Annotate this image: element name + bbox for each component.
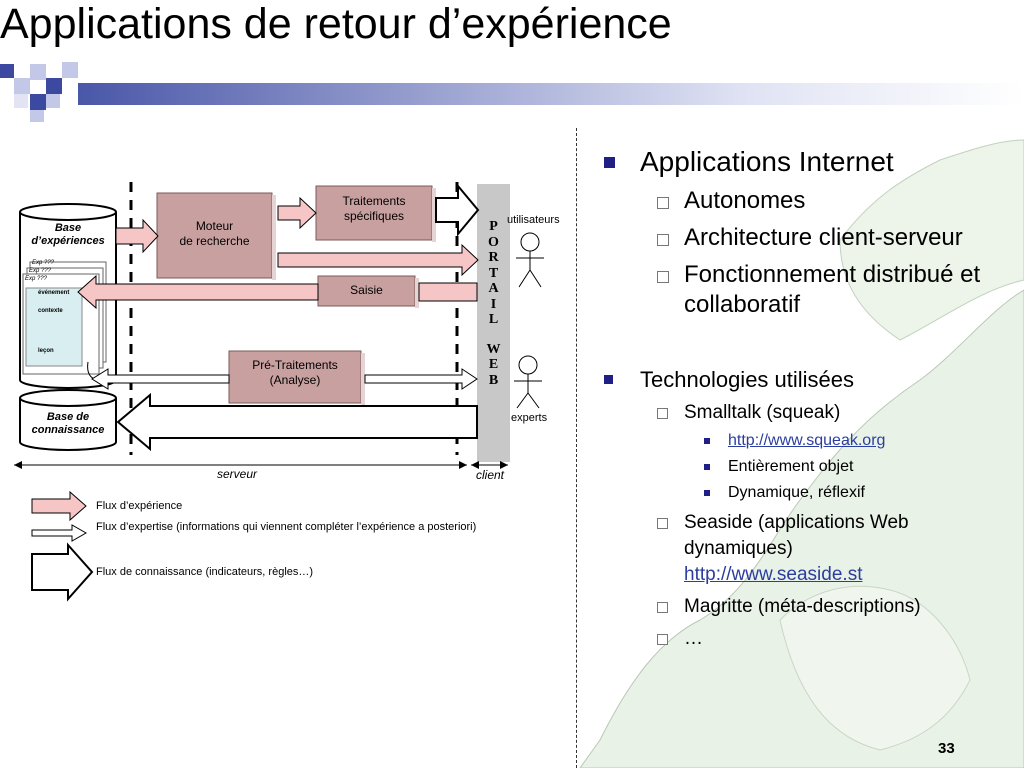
experts-label: experts: [511, 412, 548, 424]
small-square-bullet-icon: [704, 464, 710, 470]
hollow-square-bullet-icon: [657, 518, 668, 529]
square-bullet-icon: [604, 157, 615, 168]
bullet-autonomes: Autonomes: [600, 186, 1020, 216]
specific-processing-box: [315, 185, 433, 241]
title-underline: [78, 83, 1024, 105]
arrow-portal-to-knowledge: [116, 392, 478, 452]
bullet-architecture: Architecture client-serveur: [600, 223, 1020, 253]
bullet-technologies: Technologies utilisées: [600, 366, 1020, 394]
client-label: client: [475, 468, 504, 482]
bullet-squeak-url: http://www.squeak.org: [600, 430, 1020, 452]
context-label: contexte: [38, 308, 63, 314]
arrow-engine-to-processing: [277, 196, 317, 230]
hollow-square-bullet-icon: [657, 234, 669, 246]
bullet-entierement: Entièrement objet: [600, 456, 1020, 478]
preprocessing-label: Pré-Traitements(Analyse): [252, 358, 338, 387]
bullet-list: Applications Internet Autonomes Architec…: [600, 145, 1020, 652]
bullet-dynamique: Dynamique, réflexif: [600, 482, 1020, 504]
bullet-applications: Applications Internet: [600, 145, 1020, 179]
arrow-base-to-engine: [115, 218, 159, 254]
lesson-label: leçon: [38, 348, 54, 354]
small-square-bullet-icon: [704, 490, 710, 496]
bullet-magritte: Magritte (méta-descriptions): [600, 594, 1020, 620]
input-label: Saisie: [350, 283, 383, 297]
exp-label-1: Exp ???: [32, 260, 55, 266]
slide-title: Applications de retour d’expérience: [0, 0, 672, 48]
legend-experience-label: Flux d’expérience: [96, 500, 183, 512]
page-number: 33: [938, 740, 955, 757]
users-label: utilisateurs: [507, 214, 560, 226]
hollow-square-bullet-icon: [657, 634, 668, 645]
arrow-processing-to-portal: [435, 183, 480, 237]
square-bullet-icon: [604, 375, 613, 384]
exp-label-3: Exp ???: [25, 276, 48, 282]
hollow-square-bullet-icon: [657, 197, 669, 209]
event-label: événement: [38, 290, 70, 296]
legend-knowledge-arrow: [31, 542, 94, 602]
user-figure-icon: [516, 232, 544, 288]
column-divider: [576, 128, 577, 768]
bullet-smalltalk: Smalltalk (squeak): [600, 400, 1020, 426]
arrow-portal-to-input: [418, 282, 478, 302]
server-label: serveur: [216, 467, 257, 481]
arrow-engine-to-portal: [277, 243, 479, 277]
bullet-seaside: Seaside (applications Web dynamiques) ht…: [600, 510, 984, 588]
architecture-diagram: [14, 182, 544, 602]
bullet-ellipsis: …: [600, 626, 1020, 652]
bullet-fonctionnement: Fonctionnement distribué et collaboratif: [600, 260, 1024, 320]
small-square-bullet-icon: [704, 438, 710, 444]
hollow-square-bullet-icon: [657, 602, 668, 613]
map-background: [579, 139, 1024, 768]
experience-database: [19, 203, 117, 389]
input-box: [317, 275, 416, 307]
squeak-link[interactable]: http://www.squeak.org: [728, 432, 886, 449]
seaside-link[interactable]: http://www.seaside.st: [684, 564, 863, 585]
web-portal: [477, 184, 510, 462]
hollow-square-bullet-icon: [657, 408, 668, 419]
legend-expertise-arrow: [31, 524, 88, 542]
arrow-input-to-base: [77, 274, 319, 310]
legend-experience-arrow: [31, 490, 87, 522]
expert-figure-icon: [514, 355, 542, 409]
legend-knowledge-label: Flux de connaissance (indicateurs, règle…: [96, 566, 314, 578]
knowledge-database: [19, 389, 117, 451]
arrow-preprocessing-to-base: [91, 368, 230, 390]
arrow-preprocessing-to-portal: [364, 368, 478, 390]
hollow-square-bullet-icon: [657, 271, 669, 283]
legend-expertise-label: Flux d’expertise (informations qui vienn…: [96, 521, 477, 533]
exp-label-2: Exp ???: [29, 268, 52, 274]
